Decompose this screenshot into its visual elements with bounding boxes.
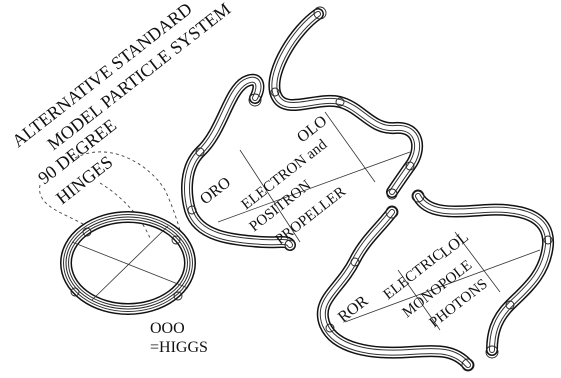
- label-olo: OLO: [294, 113, 330, 147]
- higgs-ring: [66, 217, 190, 309]
- hinge-guide-3: [100, 183, 150, 238]
- label-ror: ROR: [335, 292, 372, 326]
- label-ror-group: ROR: [335, 292, 372, 326]
- label-olo-group: OLO: [294, 113, 330, 147]
- label-higgs: =HIGGS: [150, 339, 208, 356]
- label-oro: ORO: [197, 174, 234, 208]
- higgs-axis-2: [92, 226, 168, 300]
- label-oro-group: ORO: [197, 174, 234, 208]
- label-ooo: OOO: [150, 320, 185, 337]
- higgs-axis-1: [72, 242, 188, 288]
- title-line-2: MODEL PARTICLE SYSTEM: [43, 0, 234, 154]
